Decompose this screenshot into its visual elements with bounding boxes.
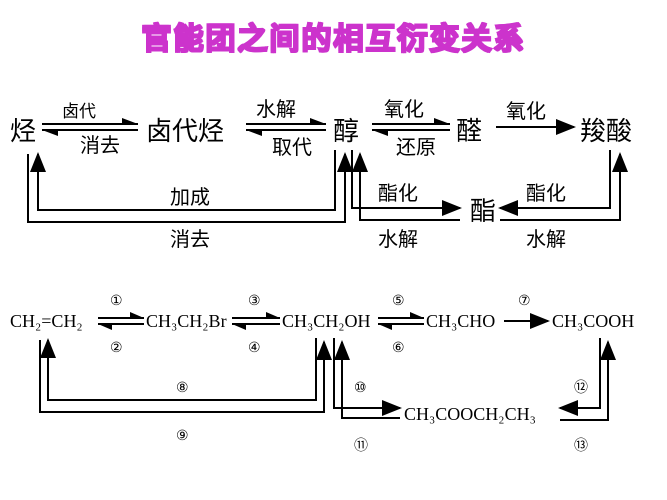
label-elimination-1: 消去 [80,133,120,157]
compound-ethanol: CH₃CH₂OH [282,311,371,331]
compound-bromoethane: CH₃CH₂Br [146,311,227,331]
step-12: ⑫ [574,380,588,396]
arrow-acid-ester-bottom [558,338,616,421]
step-10: ⑩ [354,380,367,396]
arrow-alcohol-ester [351,150,462,221]
step-7: ⑦ [518,293,531,309]
node-aldehyde: 醛 [456,117,482,147]
step-5: ⑤ [392,293,405,309]
node-ester: 酯 [470,197,496,227]
label-oxidation-2: 氧化 [506,99,546,123]
arrow-alcohol-aldehyde [372,118,450,136]
step-4: ④ [248,340,261,356]
loop-ethene-ethanol [39,338,332,413]
step-1: ① [110,293,123,309]
arrow-ethanol-ethanal [378,312,424,330]
compound-ethene: CH₂=CH₂ [10,311,83,331]
label-elimination-2: 消去 [170,227,210,251]
step-2: ② [110,340,123,356]
node-acid: 羧酸 [580,117,632,147]
step-11: ⑪ [354,438,368,454]
page-title: 官能团之间的相互衍变关系 [141,21,526,58]
node-haloalkane: 卤代烃 [146,117,224,147]
step-13: ⑬ [574,438,588,454]
label-esterification-2: 酯化 [526,181,566,205]
node-alkene: 烃 [10,117,36,147]
compound-ethyl-acetate: CH₃COOCH₂CH₃ [404,404,536,424]
node-alcohol: 醇 [333,117,359,147]
arrow-bromoethane-ethanol [232,312,280,330]
step-8: ⑧ [176,380,189,396]
step-6: ⑥ [392,340,405,356]
arrow-alkene-haloalkane [42,118,138,136]
arrow-ethene-bromoethane [98,312,144,330]
loop-addition-elimination [27,150,353,223]
arrow-haloalkane-alcohol [246,118,326,136]
step-9: ⑨ [176,428,189,444]
compound-ethanoic-acid: CH₃COOH [552,311,634,331]
label-reduction: 还原 [396,135,436,159]
step-3: ③ [248,293,261,309]
label-hydrolysis-1: 水解 [256,97,296,121]
label-addition: 加成 [170,185,210,209]
label-oxidation-1: 氧化 [384,97,424,121]
arrow-acid-ester [498,150,628,221]
label-hydrolysis-2: 水解 [378,227,418,251]
compound-ethanal: CH₃CHO [426,311,495,331]
label-esterification-1: 酯化 [378,181,418,205]
label-halogenation: 卤代 [62,102,96,122]
arrow-ethanol-ester [333,338,402,419]
label-hydrolysis-3: 水解 [526,227,566,251]
label-substitution: 取代 [272,135,312,159]
